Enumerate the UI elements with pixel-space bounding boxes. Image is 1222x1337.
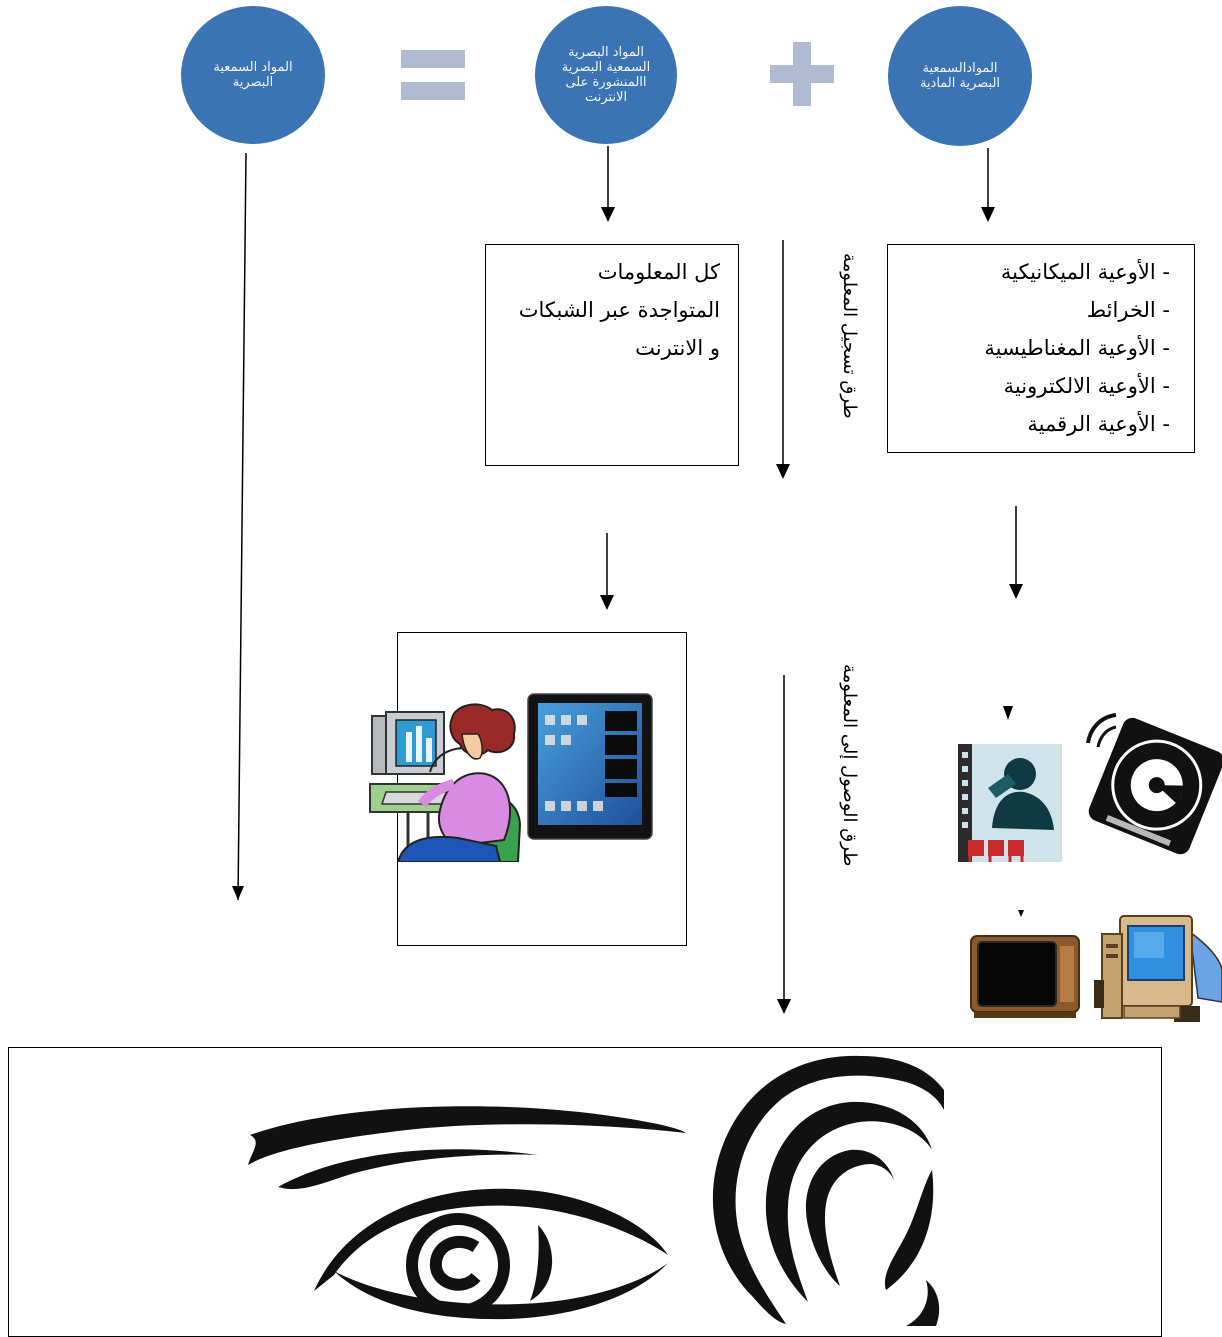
result-circle-label: المواد السمعية البصرية [213,60,293,90]
television-icon [970,935,1080,1018]
film-viewer-icon [958,744,1062,862]
online-materials-circle: المواد البصرية السمعية البصرية االمنشورة… [535,6,677,144]
online-line-3: و الانترنت [635,336,720,360]
equals-sign-icon [401,50,465,100]
plus-sign-icon [770,42,834,106]
online-info-box: كل المعلومات المتواجدة عبر الشبكات و الا… [485,244,739,466]
result-arrow [237,152,247,901]
online-line-2: المتواجدة عبر الشبكات [518,298,720,322]
woman-at-computer-icon [369,703,522,862]
physical-line-5: - الأوعية الرقمية [1027,412,1170,436]
desktop-computer-icon [1094,915,1222,1022]
ear-icon [712,1055,944,1326]
senses-box [8,1047,1162,1337]
physical-materials-circle: الموادالسمعية البصرية المادية [888,6,1032,146]
online-line-1: كل المعلومات [597,260,720,284]
result-circle: المواد السمعية البصرية [181,6,325,144]
physical-line-2: - الخرائط [1086,298,1170,322]
vinyl-record-icon [1086,713,1222,855]
physical-line-1: - الأوعية الميكانيكية [1000,260,1170,284]
eye-icon [248,1106,686,1320]
physical-line-4: - الأوعية الالكترونية [1003,374,1170,398]
physical-circle-label: الموادالسمعية البصرية المادية [919,61,1001,91]
physical-media-box: - الأوعية الميكانيكية - الخرائط - الأوعي… [887,244,1195,453]
physical-line-3: - الأوعية المغناطيسية [984,336,1170,360]
tablet-icon [527,693,653,840]
online-circle-label: المواد البصرية السمعية البصرية االمنشورة… [561,45,651,105]
